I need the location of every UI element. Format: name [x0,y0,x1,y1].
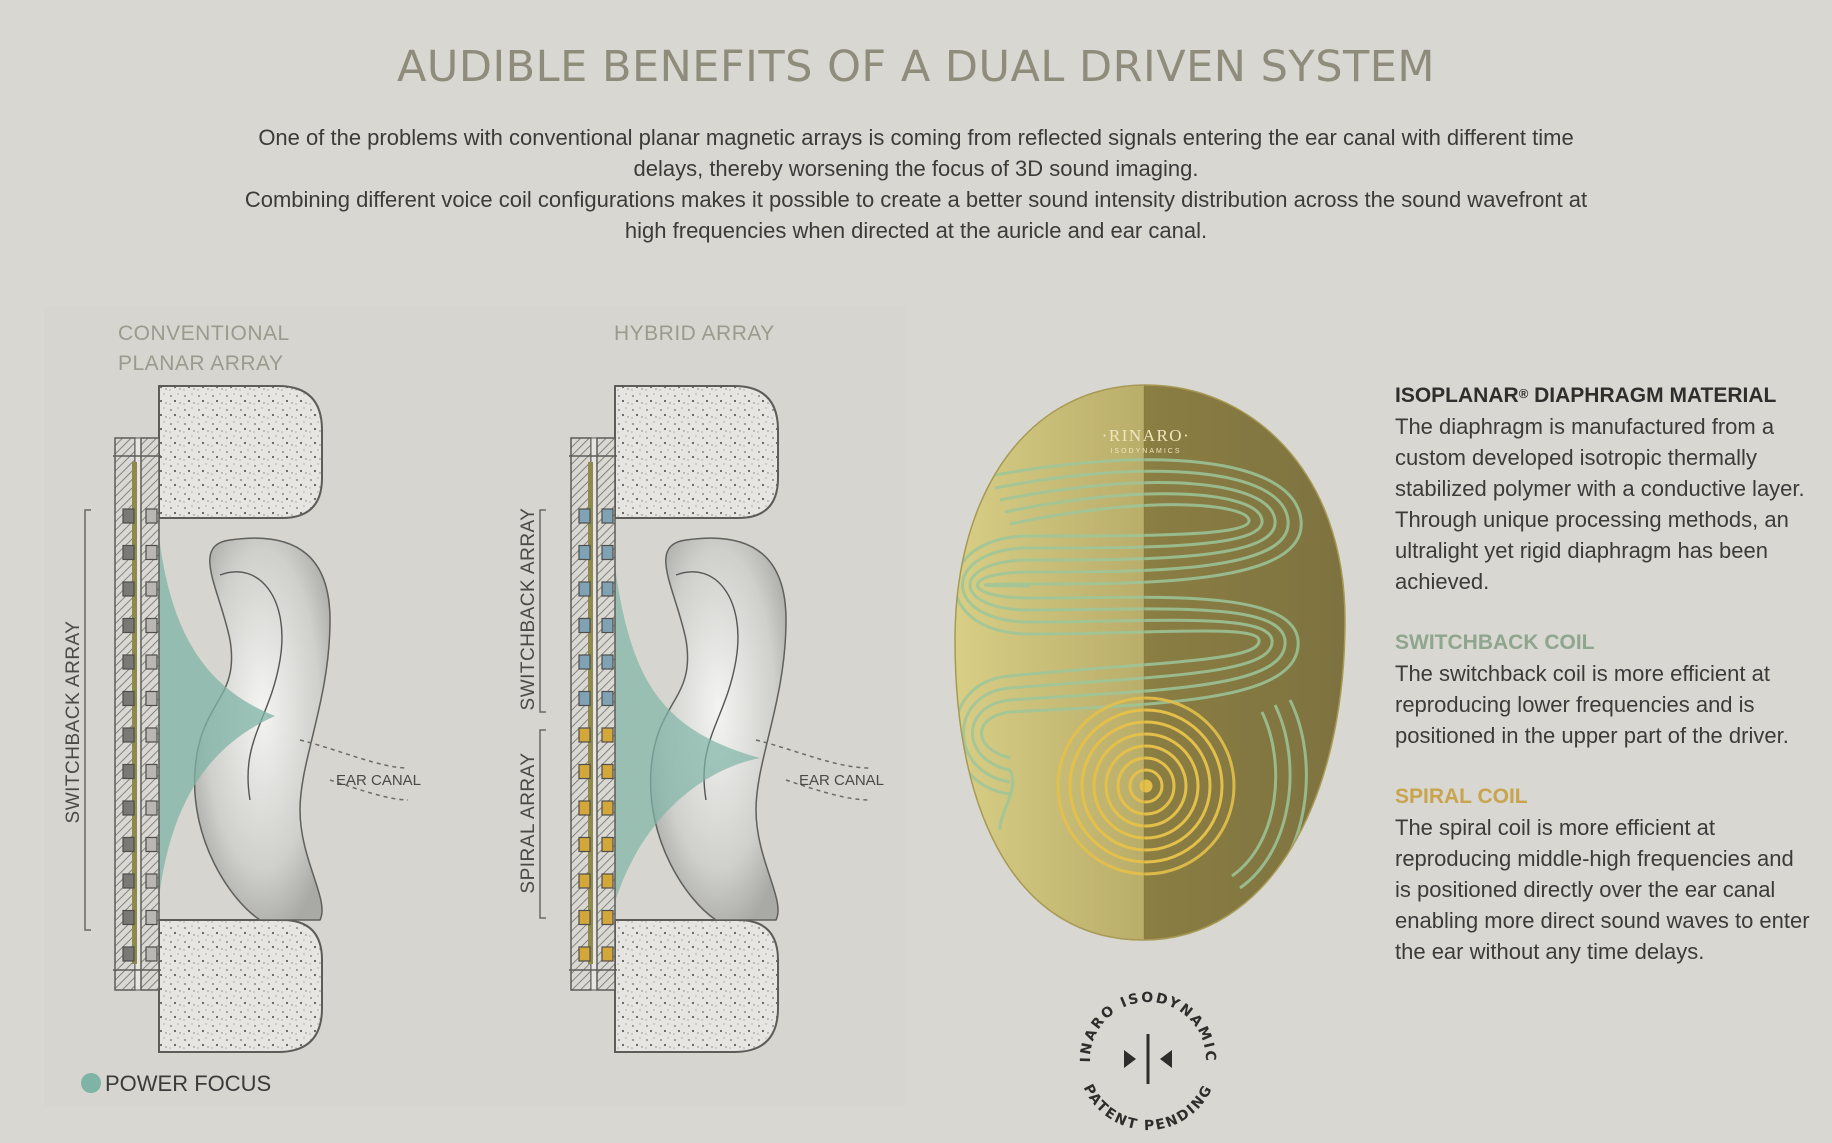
left-magnet-block [122,946,135,962]
switchback-magnet-block [601,581,614,597]
left-array-label: SWITCHBACK ARRAY [63,621,84,824]
left-magnet-block [122,617,135,634]
left-magnet-block [122,727,135,743]
intro-text: One of the problems with conventional pl… [240,122,1592,246]
intro-paragraph-1: One of the problems with conventional pl… [258,125,1574,181]
switchback-magnet-block [578,581,591,597]
driver-brand: ·RINARO· [1102,426,1191,445]
right-upper-label: SWITCHBACK ARRAY [518,508,539,711]
page-title: AUDIBLE BENEFITS OF A DUAL DRIVEN SYSTEM [396,42,1436,92]
left-magnet-block [122,654,135,670]
spiral-magnet-block [578,946,591,962]
spiral-magnet-block [601,873,614,889]
intro-paragraph-2: Combining different voice coil configura… [244,187,1588,243]
left-foam-bottom [158,919,323,1053]
left-title-line1: CONVENTIONAL [118,322,290,345]
left-magnet-block [122,763,135,780]
left-magnet-block [145,654,158,670]
isoplanar-heading: ISOPLANAR® DIAPHRAGM MATERIAL [1395,380,1815,411]
driver-diaphragm [954,384,1346,941]
isoplanar-heading-word: ISOPLANAR [1395,384,1519,407]
left-magnet-block [145,763,158,780]
switchback-magnet-block [601,617,614,634]
left-ear [193,537,409,921]
right-lower-bracket [539,729,546,919]
spiral-magnet-block [601,946,614,962]
left-title-line2: PLANAR ARRAY [118,352,284,375]
switchback-magnet-block [601,508,614,524]
right-title: HYBRID ARRAY [614,322,775,345]
left-magnet-block [122,800,135,816]
switchback-magnet-block [601,544,614,561]
right-foam-bottom [614,919,779,1053]
switchback-magnet-block [578,690,591,707]
switchback-magnet-block [578,617,591,634]
spiral-magnet-block [578,836,591,853]
left-magnet-block [122,909,135,926]
switchback-magnet-block [601,654,614,670]
left-magnet-block [145,873,158,889]
right-foam-top [614,385,779,519]
right-ear-label: EAR CANAL [799,772,884,789]
left-magnet-block [122,544,135,561]
left-magnet-block [122,836,135,853]
spiral-magnet-block [601,836,614,853]
left-magnet-block [122,581,135,597]
spiral-magnet-block [601,763,614,780]
left-magnet-block [145,946,158,962]
switchback-magnet-block [578,508,591,524]
spiral-heading: SPIRAL COIL [1395,785,1528,808]
spiral-magnet-block [601,909,614,926]
left-ear-label: EAR CANAL [336,772,421,789]
left-magnet-block [122,690,135,707]
spiral-magnet-block [578,873,591,889]
right-magnets [578,508,614,962]
driver-brand-sub: ISODYNAMICS [1110,448,1181,455]
power-focus-legend-label: POWER FOCUS [105,1071,271,1096]
switchback-text: The switchback coil is more efficient at… [1395,661,1789,748]
spiral-magnet-block [578,909,591,926]
isoplanar-text: The diaphragm is manufactured from a cus… [1395,414,1805,594]
isoplanar-heading-rest: DIAPHRAGM MATERIAL [1528,384,1777,407]
right-upper-bracket [539,509,546,713]
left-magnet-block [145,727,158,743]
left-array-bracket [84,509,91,931]
spiral-text: The spiral coil is more efficient at rep… [1395,815,1810,964]
left-magnets [122,508,158,962]
switchback-magnet-block [578,544,591,561]
left-power-focus [158,528,275,905]
switchback-magnet-block [578,654,591,670]
features-panel: ISOPLANAR® DIAPHRAGM MATERIAL The diaphr… [1395,380,1815,997]
left-magnet-block [145,690,158,707]
spiral-magnet-block [601,727,614,743]
left-magnet-block [145,617,158,634]
left-foam-top [158,385,323,519]
spiral-magnet-block [601,800,614,816]
seal-bottom-text: PATENT PENDING [1080,1082,1215,1135]
registered-mark: ® [1518,386,1529,401]
left-magnet-block [145,909,158,926]
spiral-magnet-block [578,800,591,816]
left-magnet-block [122,873,135,889]
left-magnet-block [145,800,158,816]
right-power-focus [614,560,760,905]
left-magnet-block [145,581,158,597]
switchback-heading: SWITCHBACK COIL [1395,631,1595,654]
power-focus-legend-dot [81,1073,101,1093]
left-magnet-block [145,508,158,524]
spiral-magnet-block [578,763,591,780]
svg-text:PATENT PENDING: PATENT PENDING [1080,1082,1217,1135]
right-lower-label: SPIRAL ARRAY [518,752,539,893]
left-magnet-block [145,544,158,561]
spiral-magnet-block [578,727,591,743]
right-ear [649,537,871,921]
left-magnet-block [145,836,158,853]
switchback-magnet-block [601,690,614,707]
spiral-coil [1056,696,1236,876]
left-magnet-block [122,508,135,524]
